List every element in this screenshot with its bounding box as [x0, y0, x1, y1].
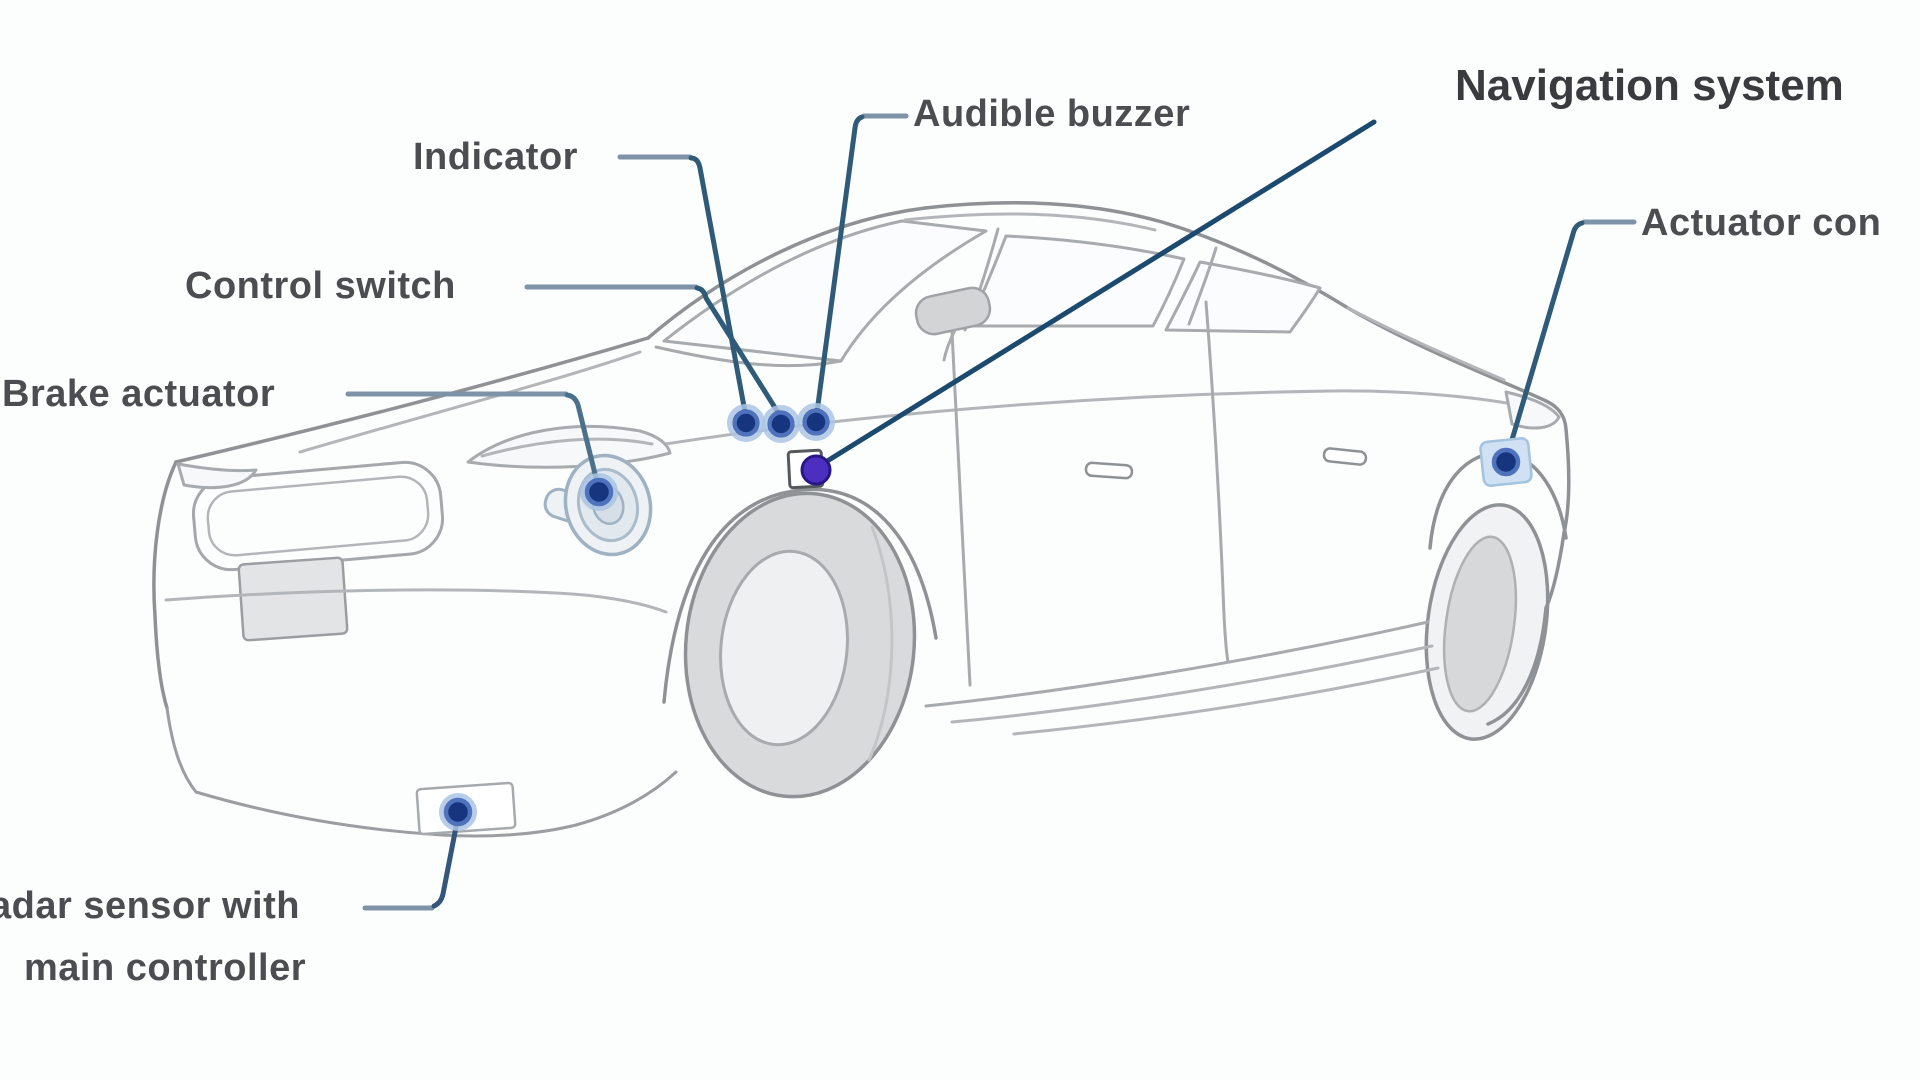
door-handle-front [1084, 461, 1134, 480]
actuator-controller-marker [1479, 437, 1533, 487]
control-switch-marker-dot [762, 405, 800, 443]
audible-buzzer-leader-line [814, 113, 909, 415]
radar-sensor-marker-dot [439, 793, 477, 831]
actuator-controller-leader-line [1506, 219, 1637, 453]
label-audible-buzzer: Audible buzzer [913, 93, 1191, 135]
car-door-lines [950, 300, 1368, 687]
tail-lamp [1504, 390, 1561, 430]
navigation-cube-icon [786, 448, 832, 490]
label-navigation-system: Navigation system [1455, 61, 1844, 110]
label-indicator: Indicator [413, 136, 578, 178]
front-wheel [683, 491, 917, 799]
label-control-switch: Control switch [185, 265, 456, 307]
label-brake-actuator: Brake actuator [2, 373, 276, 415]
indicator-leader-line [617, 154, 748, 415]
side-mirror [914, 286, 992, 362]
car-windows [654, 212, 1322, 368]
brake-actuator-marker-dot [580, 473, 618, 511]
brake-actuator-leader-line [345, 391, 600, 485]
label-radar-sensor-line2: main controller [24, 947, 306, 989]
control-switch-leader-line [524, 284, 782, 417]
door-handle-rear [1322, 447, 1368, 466]
navigation-system-leader-line [821, 119, 1377, 466]
label-actuator-controller: Actuator con [1641, 202, 1882, 244]
license-plate [237, 556, 349, 642]
rear-wheel [1424, 503, 1550, 741]
label-radar-sensor-line1: adar sensor with [0, 885, 300, 927]
radar-sensor-leader-line [362, 819, 460, 911]
audible-buzzer-marker-dot [797, 403, 835, 441]
indicator-marker-dot [727, 404, 765, 442]
front-bumper-lines [164, 588, 668, 614]
